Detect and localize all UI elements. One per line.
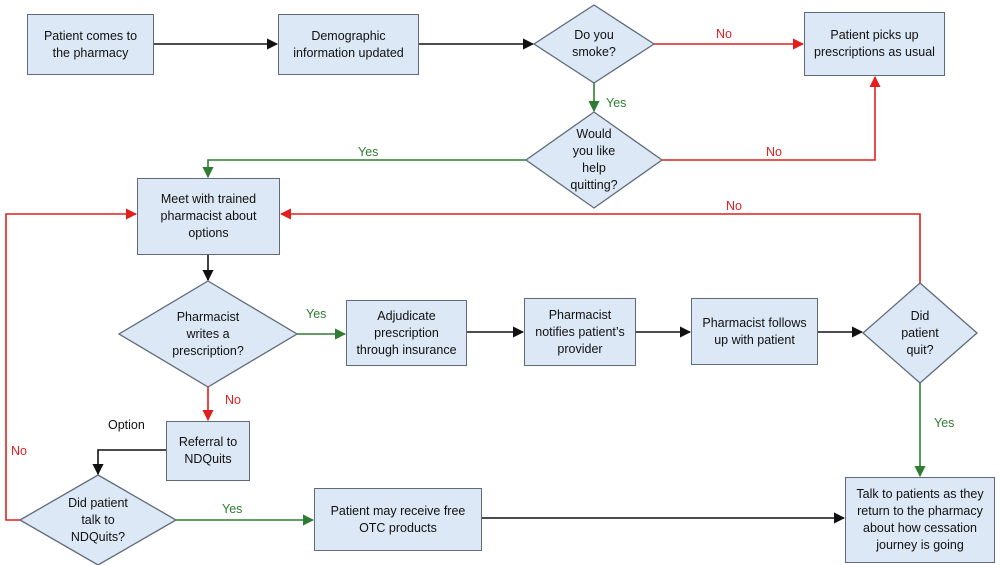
node-referral: Referral to NDQuits	[166, 421, 250, 481]
node-adjudicate: Adjudicate prescription through insuranc…	[346, 300, 467, 366]
label-option: Option	[108, 418, 145, 432]
label-quit-yes: Yes	[934, 416, 955, 430]
arrow-referral-to-ndquits	[92, 449, 166, 476]
arrow-help-yes	[202, 159, 526, 179]
node-did-quit: Did patient quit?	[901, 308, 939, 357]
node-writes-prescription: Pharmacist writes a prescription?	[172, 309, 244, 358]
label-quit-no: No	[726, 199, 742, 213]
label-prescription-no: No	[225, 393, 241, 407]
node-meet-pharmacist: Meet with trained pharmacist about optio…	[137, 178, 280, 255]
label-smoke-yes: Yes	[606, 96, 627, 110]
node-follows-up: Pharmacist follows up with patient	[691, 298, 818, 365]
node-help-quitting: Would you like help quitting?	[570, 127, 618, 192]
label-smoke-no: No	[716, 27, 732, 41]
diamond-help-quitting	[524, 111, 664, 209]
arrow-quit-no	[279, 208, 921, 283]
node-picks-up: Patient picks up prescriptions as usual	[804, 12, 945, 76]
arrow-help-no	[662, 75, 881, 161]
label-help-no: No	[766, 145, 782, 159]
label-prescription-yes: Yes	[306, 307, 327, 321]
node-notifies: Pharmacist notifies patient’s provider	[524, 298, 636, 366]
node-talk-patients: Talk to patients as they return to the p…	[845, 477, 995, 563]
arrow-ndquits-no	[5, 208, 138, 521]
label-help-yes: Yes	[358, 145, 379, 159]
node-otc: Patient may receive free OTC products	[314, 488, 482, 551]
label-ndquits-yes: Yes	[222, 502, 243, 516]
node-demographic: Demographic information updated	[278, 14, 419, 75]
node-patient-comes: Patient comes to the pharmacy	[27, 14, 154, 75]
node-talk-ndquits: Did patient talk to NDQuits?	[68, 495, 128, 544]
label-ndquits-no: No	[11, 444, 27, 458]
node-do-you-smoke: Do you smoke?	[572, 28, 616, 59]
diamond-talk-ndquits	[18, 474, 178, 565]
